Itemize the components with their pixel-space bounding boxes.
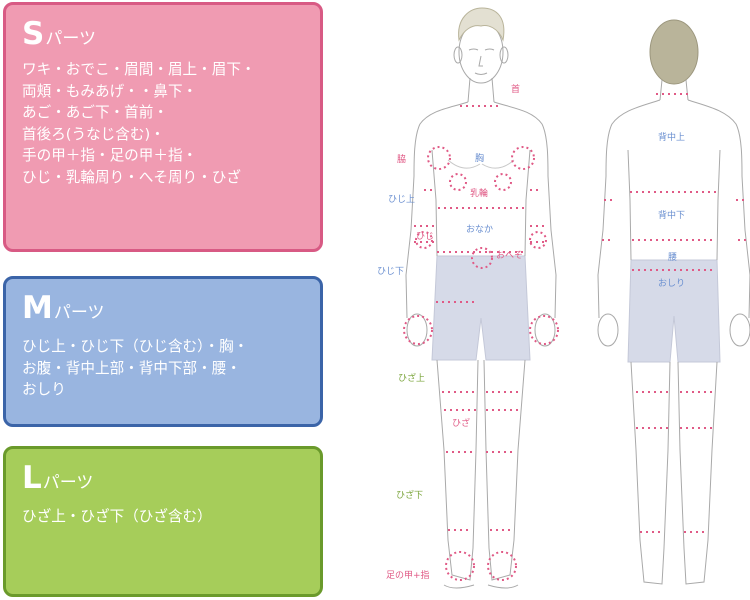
label-upper-arm: ひじ上 bbox=[388, 194, 415, 205]
label-neck: 首 bbox=[511, 83, 520, 95]
back-dividers bbox=[602, 93, 748, 533]
label-upper-back: 背中上 bbox=[658, 131, 685, 143]
label-elbow: ひじ bbox=[416, 231, 434, 242]
label-armpit: 脇 bbox=[397, 154, 406, 165]
label-thigh: ひざ上 bbox=[398, 372, 425, 384]
m-parts-suffix: パーツ bbox=[53, 303, 105, 323]
back-legs bbox=[630, 361, 718, 585]
label-lower-back: 背中下 bbox=[658, 209, 685, 221]
label-hips: おしり bbox=[658, 278, 685, 289]
front-circle-areas bbox=[403, 146, 559, 581]
front-figure bbox=[405, 7, 557, 589]
label-knee: ひざ bbox=[452, 417, 470, 429]
l-parts-letter: L bbox=[22, 460, 42, 496]
label-foot: 足の甲+指 bbox=[386, 569, 430, 581]
s-parts-list: ワキ・おでこ・眉間・眉上・眉下・ 両頬・もみあげ・・鼻下・ あご・あご下・首前・… bbox=[22, 61, 256, 186]
m-parts-letter: M bbox=[22, 290, 53, 326]
back-shorts bbox=[627, 259, 721, 363]
front-torso bbox=[405, 101, 557, 319]
l-parts-suffix: パーツ bbox=[42, 473, 94, 493]
back-head bbox=[649, 19, 699, 85]
label-forearm: ひじ下 bbox=[377, 266, 404, 277]
label-belly: おなか bbox=[466, 224, 493, 235]
front-dividers bbox=[414, 105, 548, 531]
label-navel: おへそ bbox=[496, 250, 523, 261]
s-parts-suffix: パーツ bbox=[45, 29, 96, 49]
l-parts-list: ひざ上・ひざ下（ひざ含む） bbox=[22, 508, 212, 525]
label-areola: 乳輪 bbox=[470, 187, 488, 199]
front-shorts bbox=[431, 255, 531, 361]
front-legs bbox=[436, 359, 526, 581]
label-waist: 腰 bbox=[668, 252, 677, 263]
label-chest: 胸 bbox=[475, 152, 484, 164]
m-parts-list: ひじ上・ひじ下（ひじ含む）・胸・ お腹・背中上部・背中下部・腰・ おしり bbox=[22, 338, 249, 398]
back-figure bbox=[597, 19, 750, 585]
back-labels: 背中上 背中下 腰 おしり bbox=[658, 131, 685, 289]
label-shin: ひざ下 bbox=[396, 489, 423, 501]
front-labels: 首 胸 脇 乳輪 ひじ上 ひじ おなか おへそ ひじ下 ひざ上 ひざ ひざ下 足… bbox=[377, 83, 523, 581]
front-hair bbox=[458, 7, 505, 42]
back-torso bbox=[597, 99, 750, 319]
s-parts-letter: S bbox=[22, 16, 44, 52]
